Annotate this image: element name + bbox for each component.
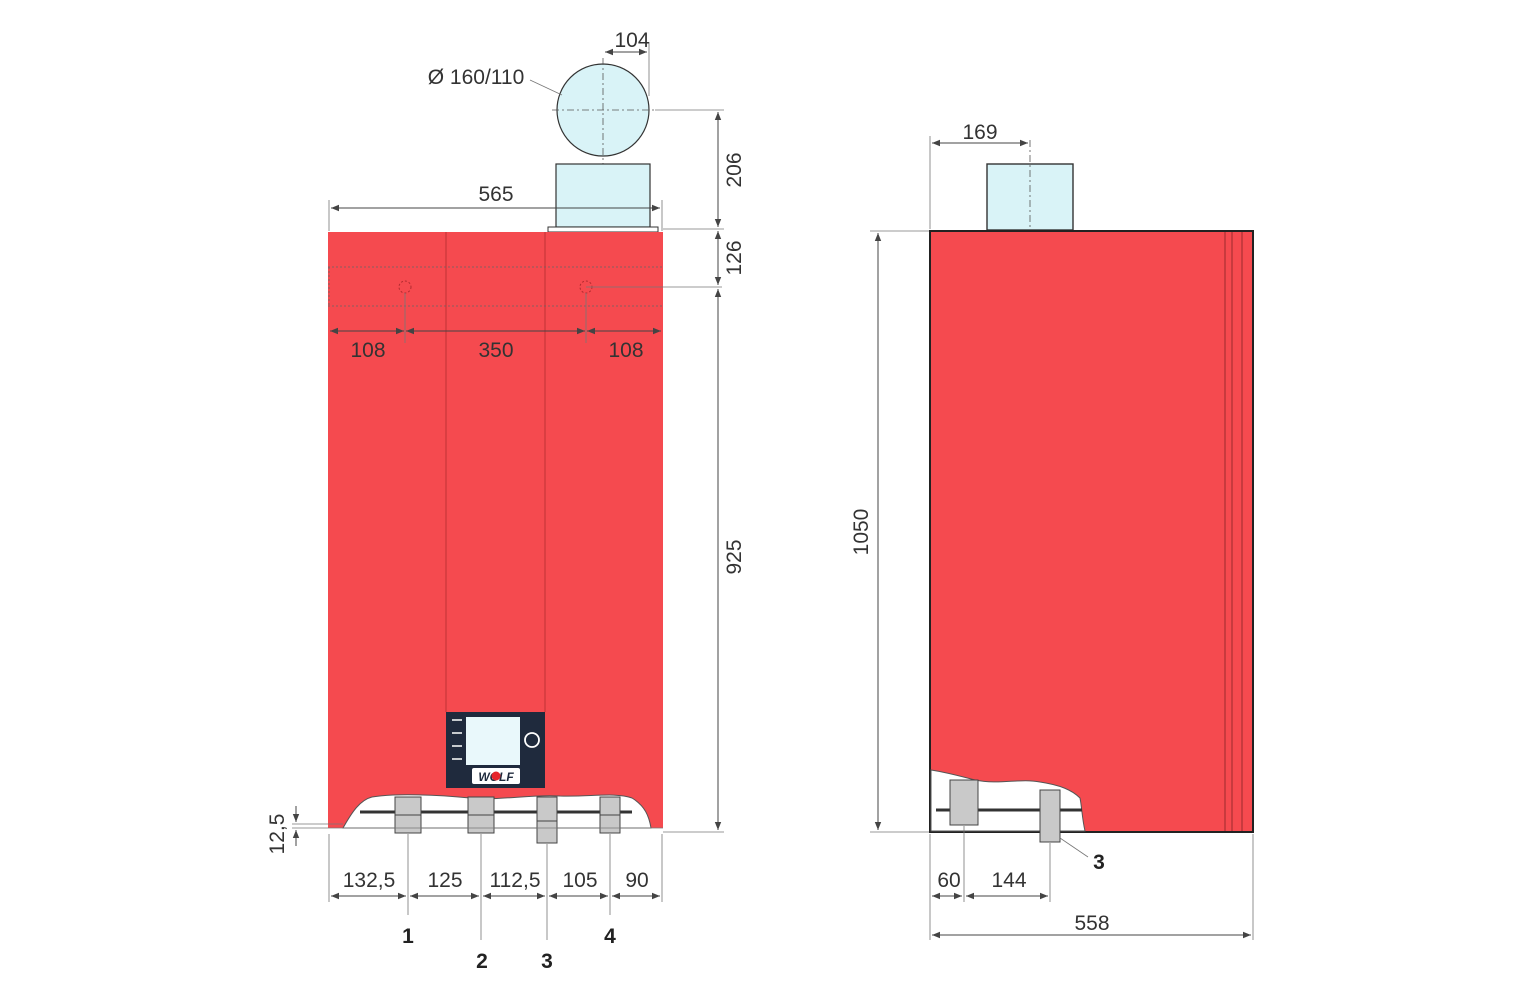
side-dim-height: 1050 bbox=[850, 509, 873, 556]
dim-flue-diameter: Ø 160/110 bbox=[428, 66, 525, 89]
dim-hanger-right: 108 bbox=[608, 339, 643, 362]
dim-hanger-left: 108 bbox=[350, 339, 385, 362]
dim-bottom-spacing-1: 132,5 bbox=[343, 869, 396, 892]
display-screen bbox=[466, 717, 520, 765]
dim-bottom-spacing-5: 90 bbox=[625, 869, 648, 892]
side-casing bbox=[929, 230, 1254, 833]
dim-bottom-spacing-4: 105 bbox=[562, 869, 597, 892]
dim-hanger-between: 350 bbox=[478, 339, 513, 362]
dim-total-width: 565 bbox=[478, 183, 513, 206]
side-dim-spacing-b: 144 bbox=[991, 869, 1026, 892]
dim-bottom-spacing-3: 112,5 bbox=[490, 869, 541, 892]
side-dim-spacing-a: 60 bbox=[937, 869, 960, 892]
side-dim-depth: 558 bbox=[1074, 912, 1109, 935]
connection-label-3: 3 bbox=[541, 950, 553, 973]
connection-label-1: 1 bbox=[402, 925, 414, 948]
connection-label-4: 4 bbox=[604, 925, 616, 948]
connection-label-2: 2 bbox=[476, 950, 488, 973]
side-connection-label-3: 3 bbox=[1093, 851, 1105, 874]
dim-flue-height: 206 bbox=[723, 152, 746, 187]
side-connection-3 bbox=[1039, 789, 1061, 843]
side-view: 169 1050 60 144 558 3 bbox=[850, 121, 1254, 940]
dim-bottom-offset: 12,5 bbox=[266, 814, 289, 855]
side-connection-a bbox=[949, 779, 979, 826]
flue-pipe bbox=[555, 163, 651, 228]
control-panel: WOLF bbox=[446, 712, 545, 788]
control-knob-icon bbox=[524, 732, 540, 748]
logo-dot-icon bbox=[491, 771, 501, 781]
dim-hanger-to-bottom: 925 bbox=[723, 539, 746, 574]
dim-bottom-spacing-2: 125 bbox=[427, 869, 462, 892]
dim-flue-offset: 104 bbox=[614, 29, 649, 52]
dim-top-to-hanger: 126 bbox=[723, 240, 746, 275]
side-dim-flue-offset: 169 bbox=[962, 121, 997, 144]
front-view: 108 350 108 WOLF bbox=[266, 29, 746, 973]
connection-3 bbox=[536, 796, 558, 844]
